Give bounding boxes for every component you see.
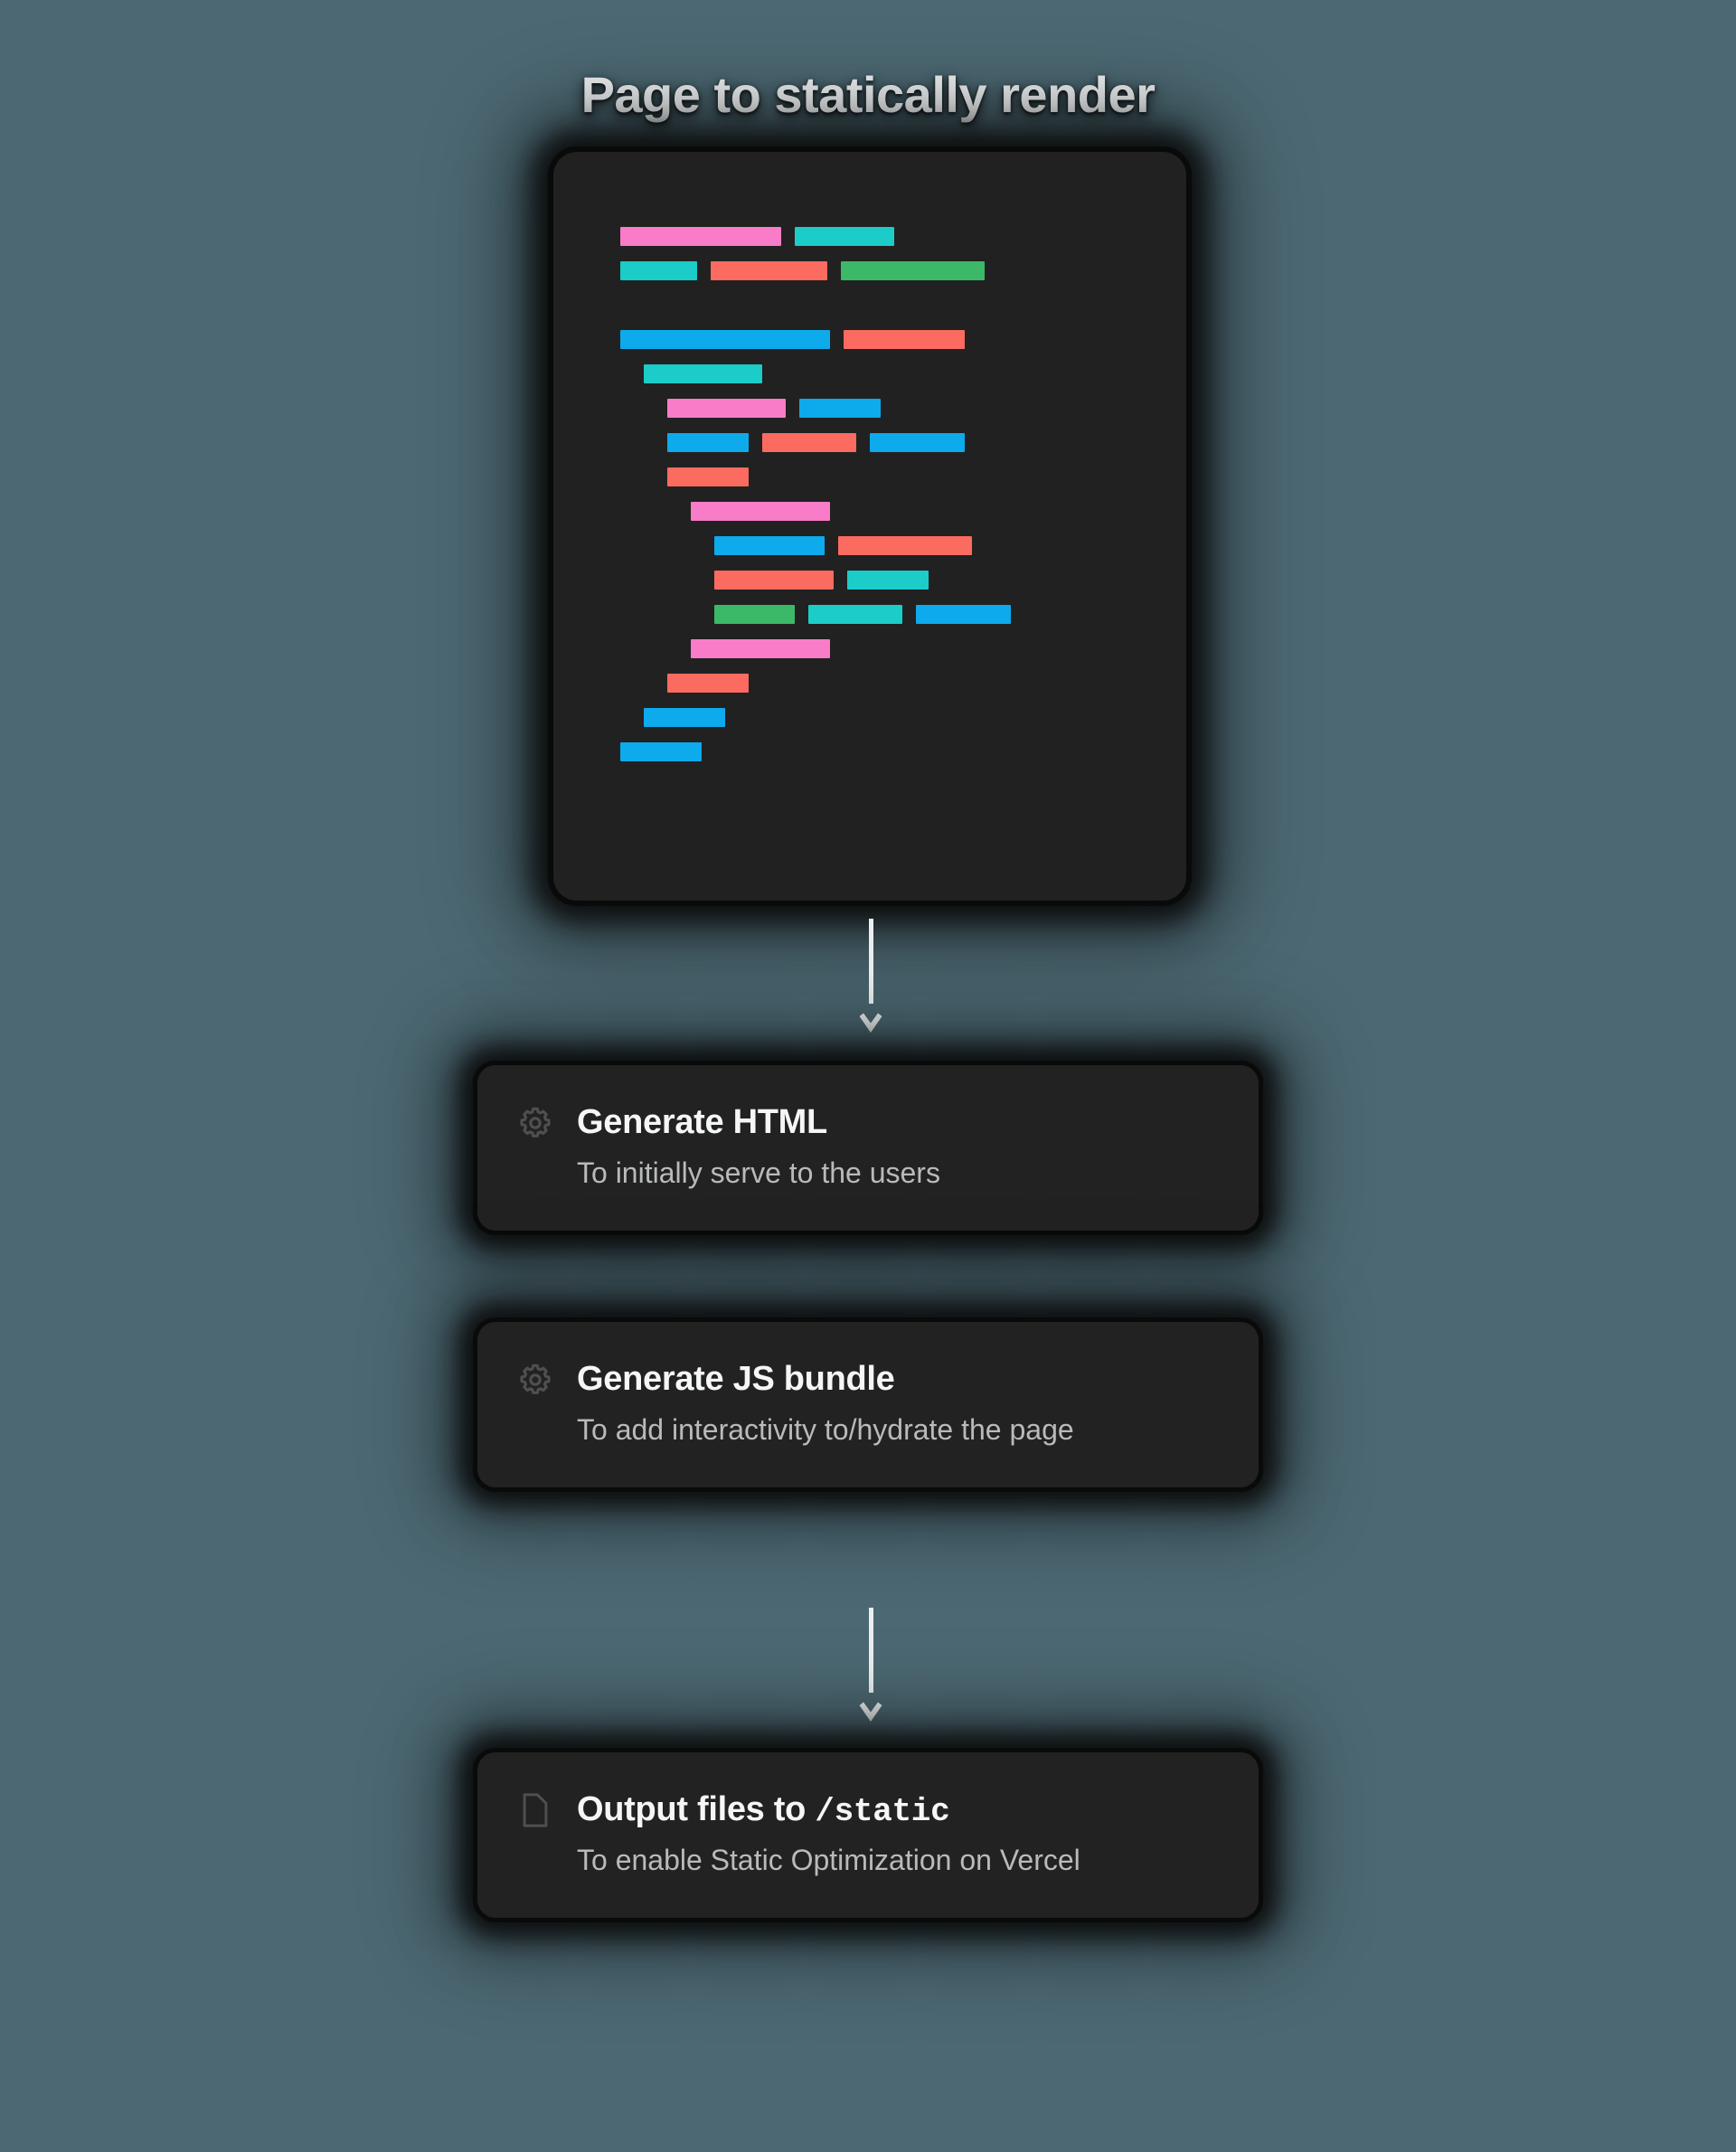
step-card-generate-js-bundle[interactable]: Generate JS bundle To add interactivity … — [477, 1322, 1259, 1488]
code-token — [667, 467, 749, 486]
code-token — [691, 639, 830, 658]
arrow-head-icon — [859, 1013, 882, 1033]
step-card-generate-html[interactable]: Generate HTML To initially serve to the … — [477, 1065, 1259, 1232]
code-token — [644, 364, 762, 383]
step-card-output-files[interactable]: Output files to /static To enable Static… — [477, 1752, 1259, 1919]
code-token — [714, 605, 795, 624]
code-token — [795, 227, 894, 246]
code-token — [620, 742, 702, 761]
step-card-subtitle: To add interactivity to/hydrate the page — [577, 1413, 1074, 1446]
code-token — [841, 261, 985, 280]
code-token — [667, 674, 749, 693]
code-token — [620, 261, 697, 280]
arrow-code-to-generate-html — [859, 919, 882, 1033]
code-token — [644, 708, 725, 727]
code-token — [691, 502, 830, 521]
code-token — [916, 605, 1011, 624]
code-token — [620, 227, 781, 246]
code-token — [870, 433, 965, 452]
code-token — [847, 571, 929, 590]
step-card-header: Generate JS bundle — [517, 1360, 1219, 1400]
step-card-header: Output files to /static — [517, 1790, 1219, 1830]
file-icon — [517, 1790, 553, 1830]
code-token — [714, 536, 825, 555]
code-token — [808, 605, 902, 624]
code-token — [667, 433, 749, 452]
code-line-list — [553, 152, 1186, 901]
gear-icon — [517, 1360, 553, 1400]
code-token — [667, 399, 786, 418]
arrow-generate-js-to-output — [859, 1608, 882, 1722]
code-token — [711, 261, 827, 280]
arrow-head-icon — [859, 1702, 882, 1722]
source-code-preview — [553, 152, 1186, 901]
step-card-title: Generate JS bundle — [577, 1359, 895, 1398]
code-token — [620, 330, 830, 349]
gear-icon — [517, 1103, 553, 1143]
page-title: Page to statically render — [580, 66, 1156, 123]
code-token — [844, 330, 965, 349]
step-card-title: Output files to /static — [577, 1789, 950, 1830]
step-card-header: Generate HTML — [517, 1103, 1219, 1143]
code-token — [762, 433, 856, 452]
code-token — [714, 571, 834, 590]
code-token — [799, 399, 881, 418]
step-card-subtitle: To initially serve to the users — [577, 1156, 940, 1189]
step-card-subtitle: To enable Static Optimization on Vercel — [577, 1844, 1080, 1876]
code-token — [838, 536, 972, 555]
step-card-title: Generate HTML — [577, 1102, 827, 1141]
